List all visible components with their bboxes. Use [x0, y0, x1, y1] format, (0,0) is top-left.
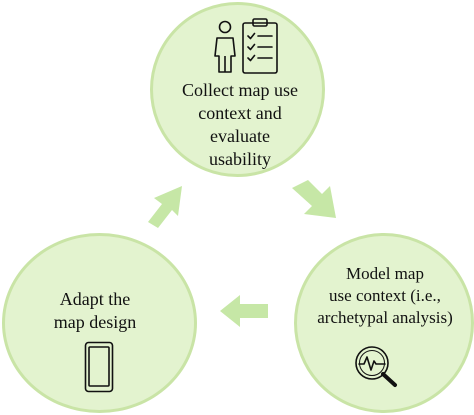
label-line: archetypal analysis) — [317, 308, 453, 327]
person-icon — [214, 20, 236, 73]
label-line: Adapt the — [59, 289, 131, 309]
node-collect-context — [150, 2, 325, 177]
checklist-clipboard-icon — [242, 18, 278, 74]
label-line: Collect map use — [182, 80, 298, 100]
node-adapt-design-label: Adapt the map design — [20, 288, 170, 334]
magnifier-chart-icon — [355, 346, 397, 387]
smartphone-icon — [84, 341, 114, 393]
arrow-top-to-right — [292, 180, 336, 218]
label-line: use context (i.e., — [329, 286, 441, 305]
node-model-context — [294, 233, 474, 413]
label-line: context and — [198, 103, 282, 123]
node-adapt-design — [2, 233, 197, 413]
node-model-context-label: Model map use context (i.e., archetypal … — [300, 263, 470, 329]
label-line: usability — [209, 149, 271, 169]
label-line: map design — [53, 312, 137, 332]
arrow-right-to-left — [220, 295, 268, 327]
arrow-left-to-top — [148, 186, 182, 228]
label-line: Model map — [346, 264, 424, 283]
node-collect-context-label: Collect map use context and evaluate usa… — [160, 79, 320, 171]
label-line: evaluate — [210, 126, 270, 146]
